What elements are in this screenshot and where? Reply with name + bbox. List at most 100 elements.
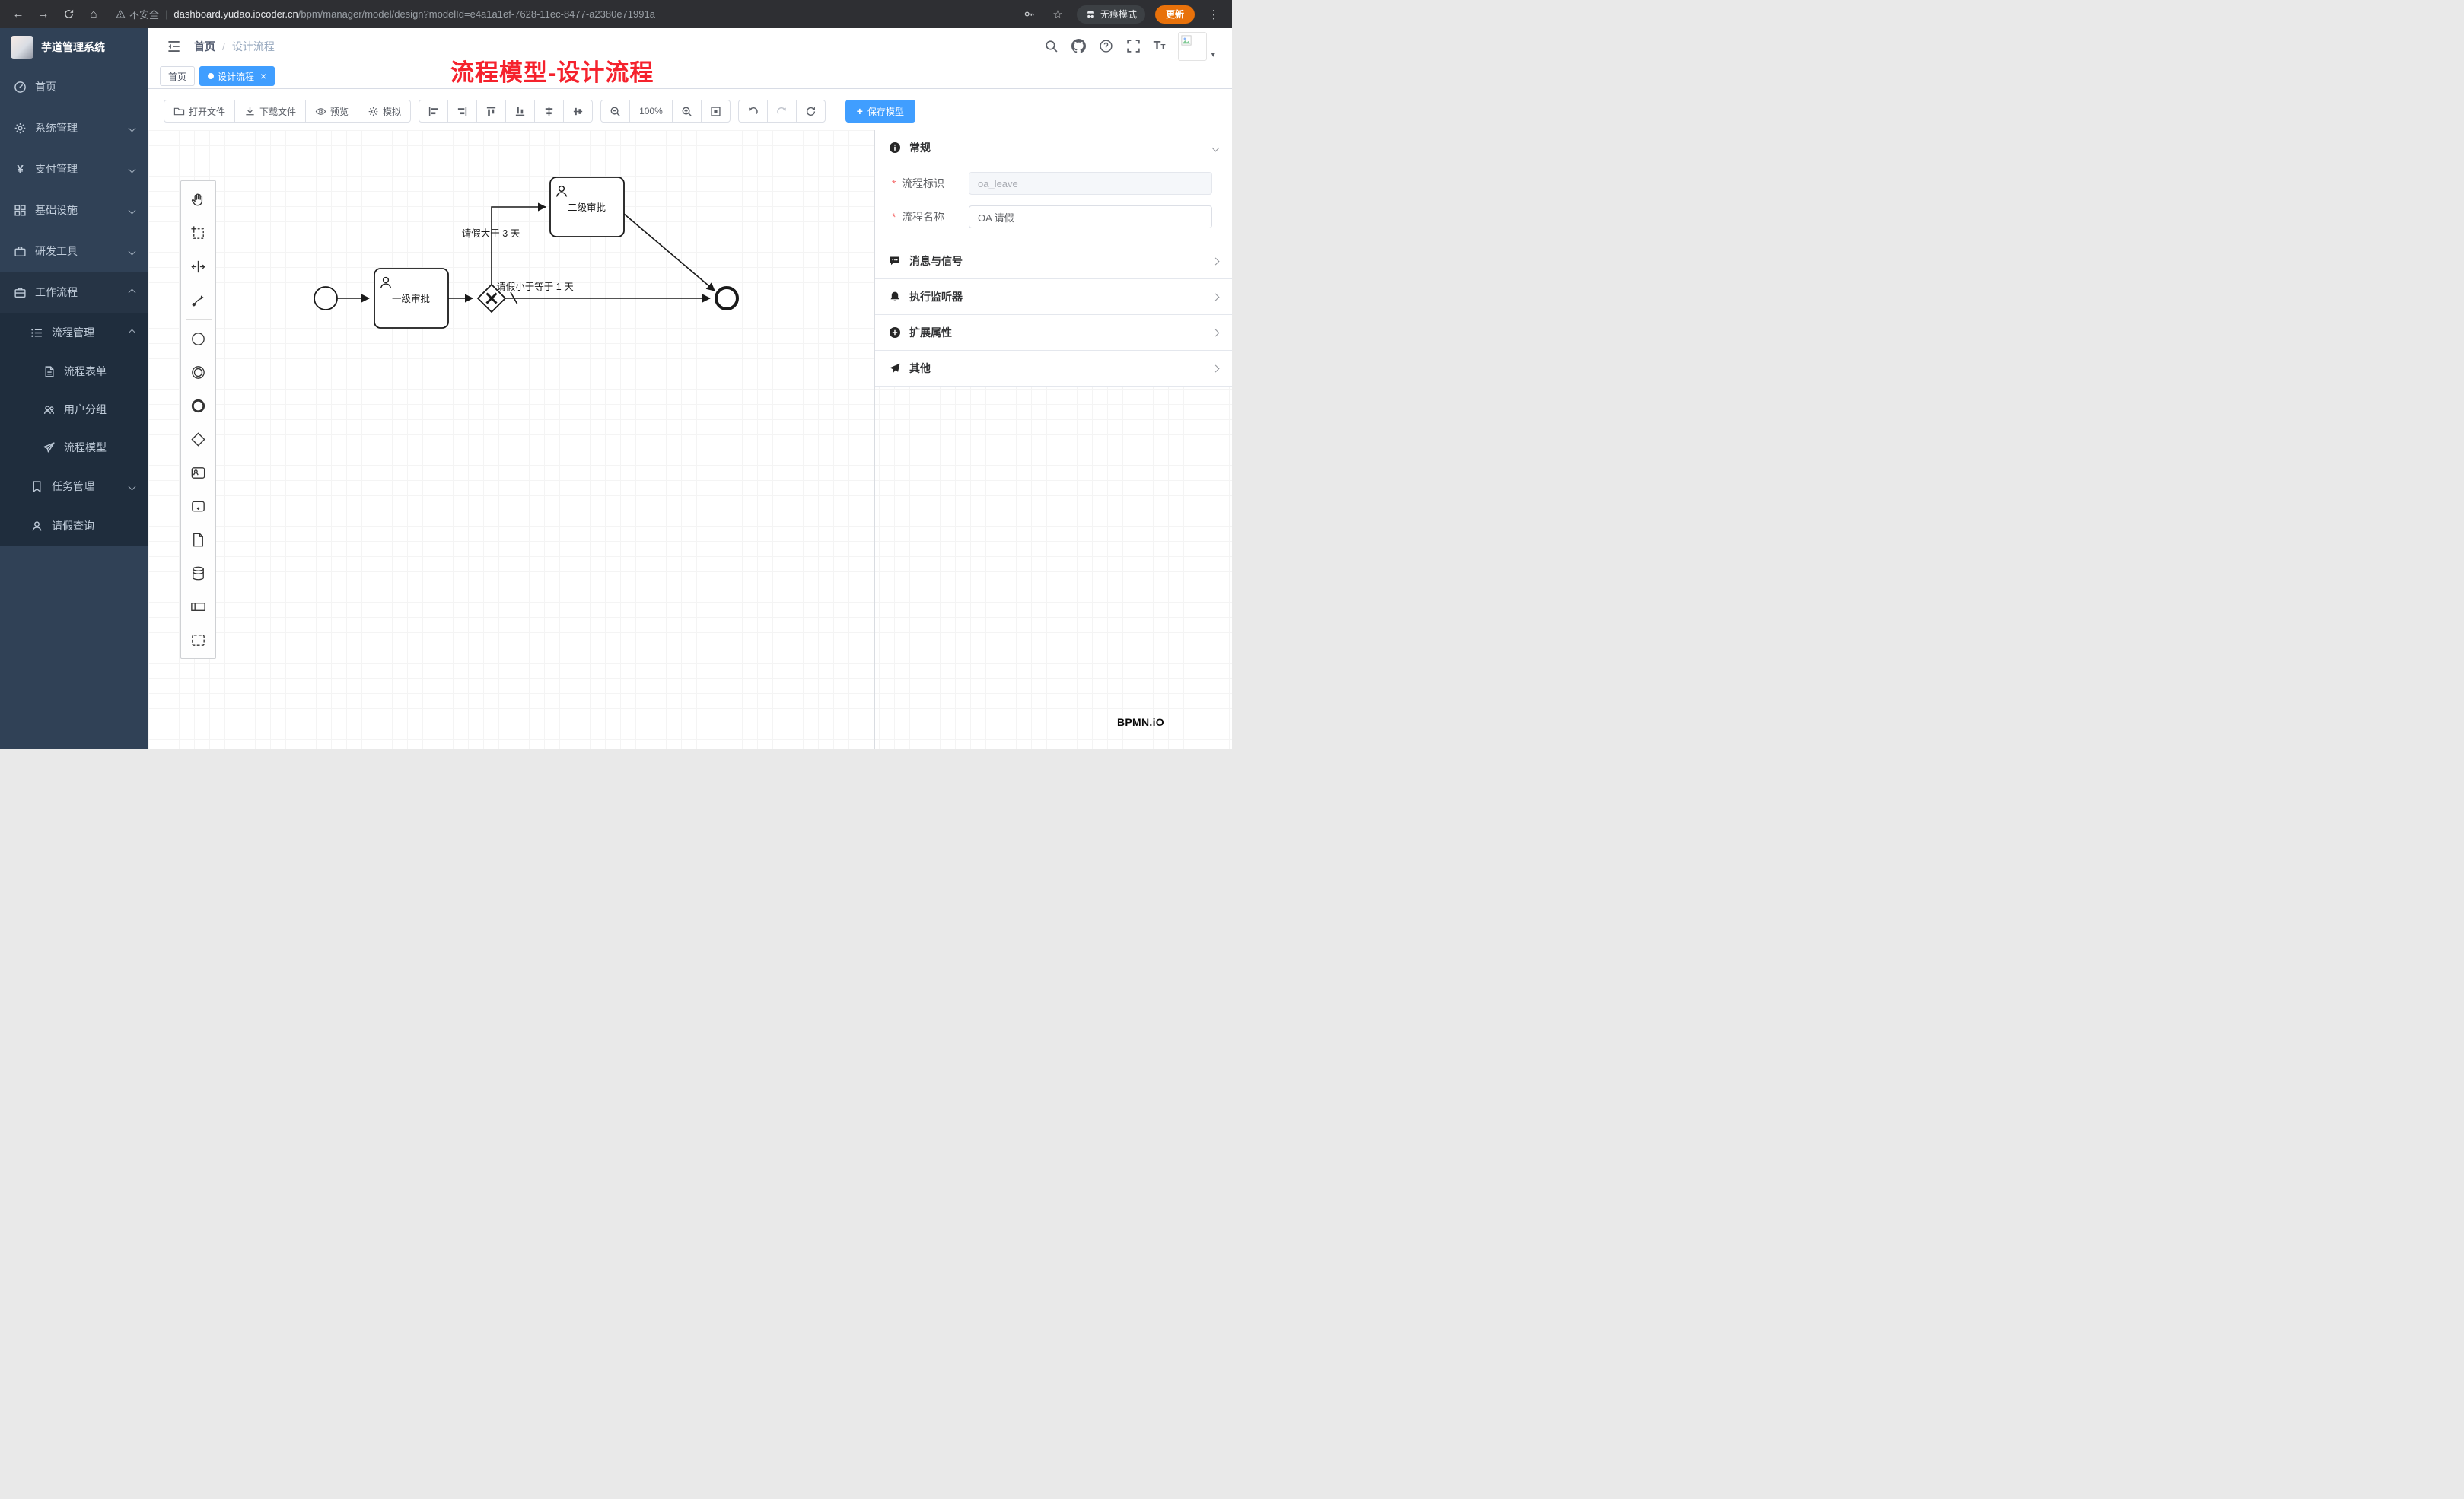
align-bottom-button[interactable]: [505, 100, 536, 123]
zoom-out-button[interactable]: [600, 100, 631, 123]
align-vertical-center-button[interactable]: [563, 100, 594, 123]
sidebar-item-label: 基础设施: [35, 204, 78, 216]
github-icon[interactable]: [1071, 39, 1086, 53]
flow-gateway-to-task2[interactable]: [491, 202, 547, 285]
browser-update-button[interactable]: 更新: [1154, 5, 1195, 24]
global-connect-tool[interactable]: [181, 283, 215, 317]
sidebar-item-process-management[interactable]: 流程管理: [0, 313, 148, 352]
help-icon[interactable]: [1099, 39, 1113, 53]
sidebar-toggle-icon[interactable]: [165, 38, 182, 55]
save-model-button[interactable]: + 保存模型: [845, 100, 915, 123]
bpmn-start-event[interactable]: [314, 286, 338, 310]
section-title: 扩展属性: [909, 326, 952, 339]
section-header-listeners[interactable]: 执行监听器: [875, 279, 1232, 314]
sidebar-item-devtools[interactable]: 研发工具: [0, 231, 148, 272]
back-icon[interactable]: ←: [12, 8, 24, 21]
broken-image-icon: [1181, 34, 1192, 46]
space-tool[interactable]: [181, 250, 215, 283]
create-participant[interactable]: [181, 590, 215, 623]
site-security-chip[interactable]: 不安全: [116, 7, 159, 21]
flow-task2-to-end[interactable]: [623, 213, 715, 291]
section-header-general[interactable]: 常规: [875, 130, 1232, 165]
sidebar-item-process-model[interactable]: 流程模型: [0, 428, 148, 466]
chevron-down-icon: [128, 165, 136, 173]
section-header-extensions[interactable]: 扩展属性: [875, 315, 1232, 350]
reload-icon[interactable]: [59, 5, 78, 24]
breadcrumb-separator: /: [222, 40, 225, 53]
create-call-activity[interactable]: [181, 489, 215, 523]
align-horizontal-center-icon: [545, 107, 553, 116]
preview-button[interactable]: 预览: [305, 100, 359, 123]
zoom-in-button[interactable]: [671, 100, 702, 123]
align-right-icon: [457, 107, 467, 116]
bpmn-end-event[interactable]: [715, 286, 739, 310]
bell-icon: [890, 291, 899, 301]
undo-icon: [748, 107, 758, 114]
create-intermediate-event[interactable]: [181, 355, 215, 389]
sidebar-item-label: 流程模型: [64, 441, 107, 454]
undo-button[interactable]: [737, 100, 768, 123]
bookmark-star-icon[interactable]: ☆: [1052, 8, 1063, 21]
sidebar-item-user-group[interactable]: 用户分组: [0, 390, 148, 428]
chevron-down-icon: [1211, 144, 1220, 151]
refresh-button[interactable]: [795, 100, 826, 123]
sidebar-item-task-management[interactable]: 任务管理: [0, 466, 148, 506]
sidebar-item-workflow[interactable]: 工作流程: [0, 272, 148, 313]
bpmn-io-watermark[interactable]: BPMN.iO: [1117, 716, 1164, 728]
simulate-button[interactable]: 模拟: [358, 100, 412, 123]
forward-icon[interactable]: →: [37, 8, 49, 21]
sidebar-item-system[interactable]: 系统管理: [0, 107, 148, 148]
sidebar-item-infrastructure[interactable]: 基础设施: [0, 189, 148, 231]
create-data-store[interactable]: [181, 556, 215, 590]
create-end-event[interactable]: [181, 389, 215, 422]
create-data-object[interactable]: [181, 523, 215, 556]
sidebar-item-leave-query[interactable]: 请假查询: [0, 506, 148, 546]
create-group[interactable]: [181, 623, 215, 657]
section-header-other[interactable]: 其他: [875, 351, 1232, 386]
zoom-reset-button[interactable]: [700, 100, 731, 123]
lasso-tool[interactable]: [181, 216, 215, 250]
bpmn-canvas[interactable]: 一级审批 二级审批: [148, 130, 1232, 750]
caret-down-icon: ▾: [1211, 49, 1215, 59]
create-user-task[interactable]: [181, 456, 215, 489]
tab-close-icon[interactable]: ×: [260, 70, 267, 82]
create-gateway[interactable]: [181, 422, 215, 456]
sidebar-item-payment[interactable]: ¥ 支付管理: [0, 148, 148, 189]
bpmn-task-level1[interactable]: 一级审批: [374, 268, 449, 329]
home-icon[interactable]: ⌂: [90, 8, 97, 21]
sidebar-item-process-form[interactable]: 流程表单: [0, 352, 148, 390]
hand-tool[interactable]: [181, 183, 215, 216]
key-icon[interactable]: [1020, 5, 1039, 24]
align-right-button[interactable]: [447, 100, 478, 123]
breadcrumb-home[interactable]: 首页: [194, 40, 215, 53]
main: 首页 / 设计流程 TT: [148, 28, 1232, 750]
align-left-button[interactable]: [419, 100, 449, 123]
address-bar[interactable]: 不安全 | dashboard.yudao.iocoder.cn/bpm/man…: [116, 7, 1014, 21]
section-header-messages[interactable]: 消息与信号: [875, 243, 1232, 278]
info-icon: [890, 142, 900, 153]
open-file-button[interactable]: 打开文件: [164, 100, 236, 123]
panel-section-other: 其他: [875, 351, 1232, 387]
bpmn-exclusive-gateway[interactable]: [476, 283, 507, 313]
section-title: 其他: [909, 362, 931, 374]
font-size-icon[interactable]: TT: [1153, 39, 1166, 53]
redo-button[interactable]: [766, 100, 797, 123]
align-top-button[interactable]: [476, 100, 507, 123]
chevron-down-icon: [128, 482, 136, 490]
logo: 芋道管理系统: [0, 28, 148, 66]
tab-design-process[interactable]: 设计流程 ×: [199, 66, 275, 86]
user-menu[interactable]: ▾: [1178, 31, 1215, 61]
url-text[interactable]: dashboard.yudao.iocoder.cn/bpm/manager/m…: [173, 8, 655, 20]
align-horizontal-center-button[interactable]: [534, 100, 565, 123]
required-asterisk: *: [892, 211, 896, 223]
zoom-level-button[interactable]: 100%: [629, 100, 673, 123]
download-file-button[interactable]: 下载文件: [234, 100, 307, 123]
tab-home[interactable]: 首页: [160, 66, 196, 86]
process-name-input[interactable]: [969, 205, 1212, 228]
fullscreen-icon[interactable]: [1126, 39, 1141, 53]
bpmn-task-level2[interactable]: 二级审批: [549, 177, 625, 237]
create-start-event[interactable]: [181, 322, 215, 355]
sidebar-item-home[interactable]: 首页: [0, 66, 148, 107]
browser-menu-icon[interactable]: ⋮: [1208, 8, 1220, 21]
search-icon[interactable]: [1044, 39, 1059, 53]
